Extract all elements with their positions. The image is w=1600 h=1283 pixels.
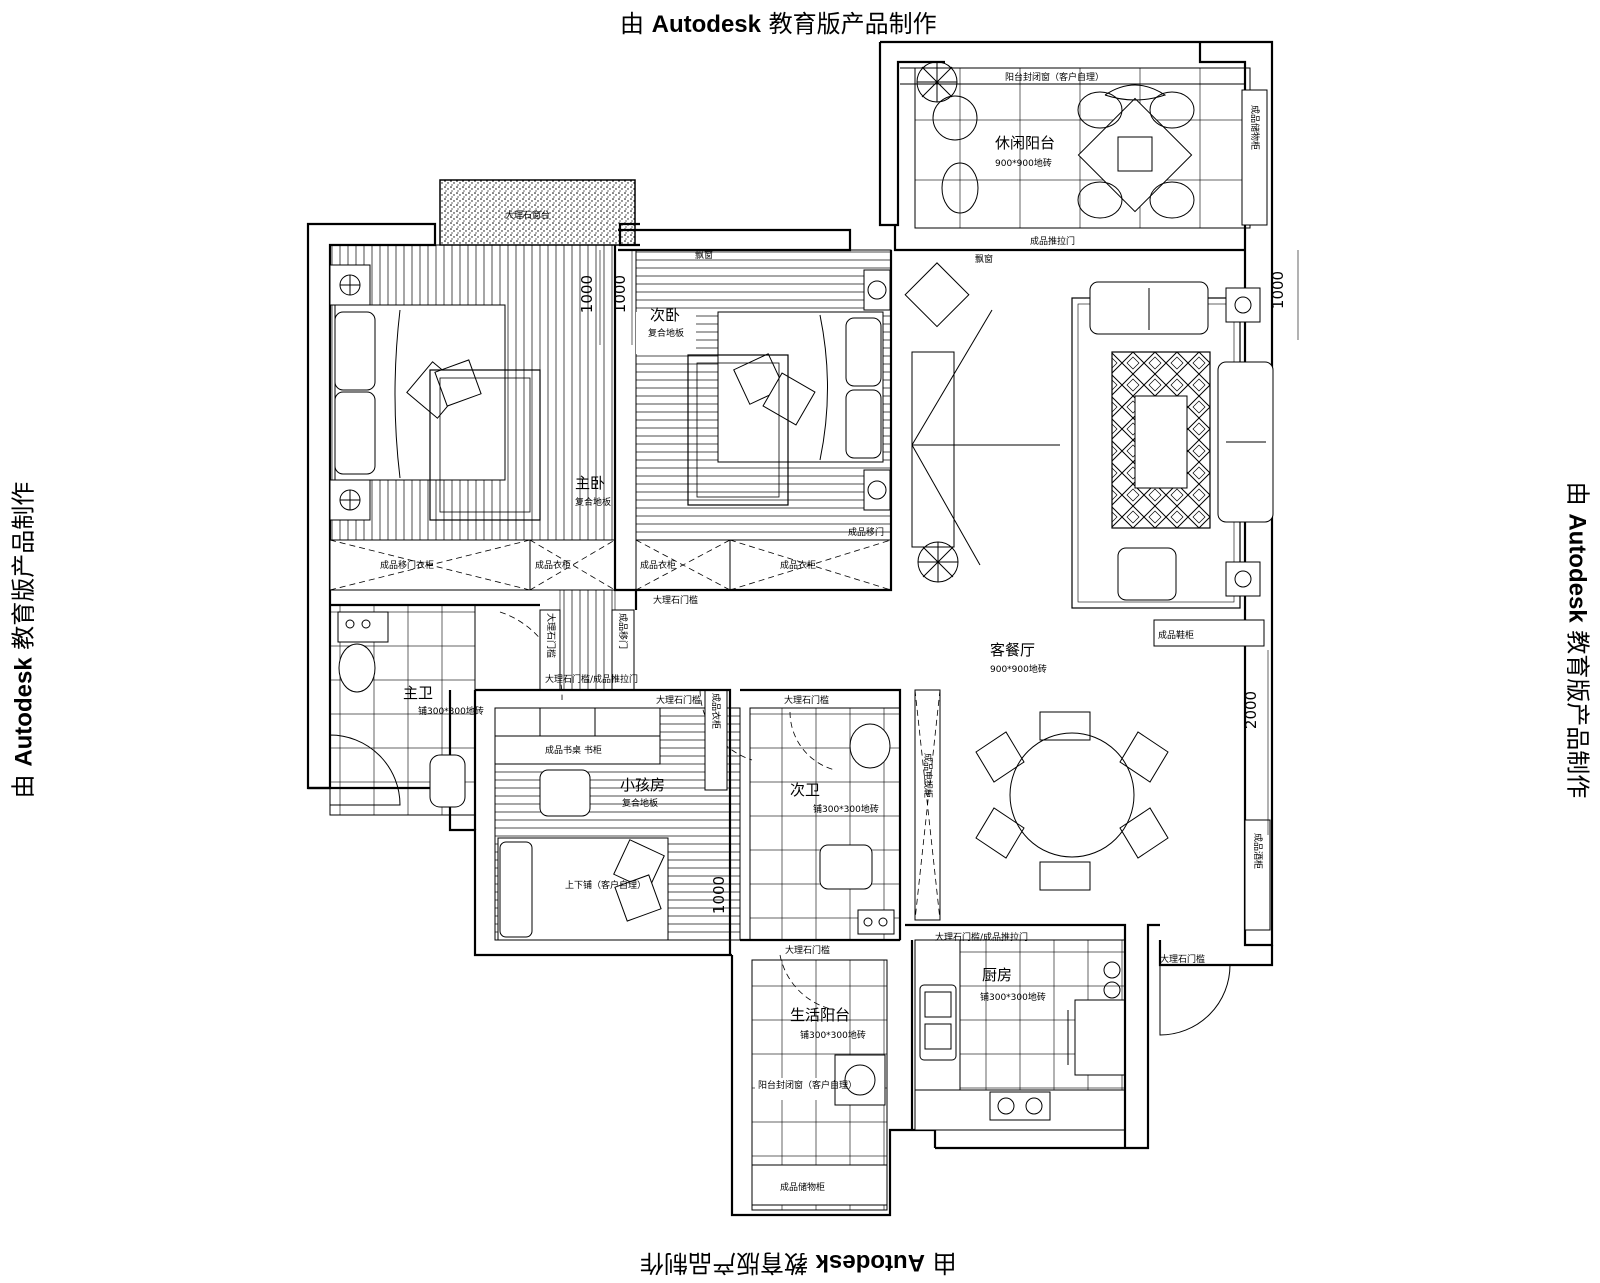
bunk-bed-label: 上下铺（客户自理） bbox=[565, 879, 646, 891]
toilet-icon bbox=[429, 754, 466, 808]
floor-leisure-balcony: 900*900地砖 bbox=[995, 157, 1052, 169]
dim-2: 1000 bbox=[611, 275, 629, 313]
room-name-master-bedroom: 主卧 bbox=[575, 474, 605, 492]
bay-window bbox=[439, 179, 636, 246]
floor-living-dining: 900*900地砖 bbox=[990, 663, 1047, 675]
master-bedroom: 成品移门衣柜 成品衣柜 主卧 复合地板 大理石窗台 bbox=[329, 179, 636, 591]
shoe-cabinet-label: 成品鞋柜 bbox=[1158, 629, 1194, 641]
sink-icon bbox=[919, 984, 957, 1061]
floor-utility-balcony: 铺300*300地砖 bbox=[800, 1029, 866, 1041]
room-name-kids-room: 小孩房 bbox=[620, 776, 665, 794]
floor-second-bath: 铺300*300地砖 bbox=[813, 803, 879, 815]
sill-label-3: 大理石门槛 bbox=[656, 694, 701, 706]
floor-kitchen: 铺300*300地砖 bbox=[980, 991, 1046, 1003]
floor-kids-room: 复合地板 bbox=[622, 797, 658, 809]
interior-walls bbox=[330, 245, 1127, 1148]
wardrobe-label-2: 成品衣柜 bbox=[535, 559, 571, 571]
corridor-sill-label: 大理石门槛/成品推拉门 bbox=[545, 673, 638, 685]
desk-label: 成品书桌 书柜 bbox=[545, 744, 602, 756]
wardrobe-label-1: 成品移门衣柜 bbox=[380, 559, 434, 571]
dim-5: 1000 bbox=[710, 876, 728, 914]
utility-rail-label: 阳台封闭窗（客户自理） bbox=[758, 1079, 857, 1091]
floor-second-bedroom: 复合地板 bbox=[648, 327, 684, 339]
kids-wardrobe-label: 成品衣柜 bbox=[710, 693, 722, 729]
sill-label-2: 大理石门槛 bbox=[545, 613, 557, 658]
living-dining: 成品鞋柜 客餐厅 900*900地砖 成品酒柜 成品电视柜 大理石门槛 bbox=[904, 262, 1274, 1036]
sill-label-4: 大理石门槛 bbox=[784, 694, 829, 706]
balcony-rail-label: 阳台封闭窗（客户自理） bbox=[1005, 71, 1104, 83]
master-bath: 主卫 铺300*300地砖 大理石门槛 bbox=[329, 604, 563, 816]
kids-room: 成品书桌 书柜 小孩房 复合地板 上下铺（客户自理） 成品衣柜 大理石门槛 bbox=[494, 689, 753, 941]
second-bath: 次卫 铺300*300地砖 大理石门槛 bbox=[749, 694, 901, 941]
floor-lamp-icon bbox=[904, 262, 970, 328]
dim-1: 1000 bbox=[578, 275, 596, 313]
tv-cabinet-label: 成品电视柜 bbox=[922, 753, 934, 798]
kitchen: 厨房 铺300*300地砖 大理石门槛/成品推拉门 bbox=[914, 931, 1126, 1131]
dim-4: 2000 bbox=[1242, 691, 1260, 729]
room-name-leisure-balcony: 休闲阳台 bbox=[995, 134, 1055, 152]
second-door-label: 成品移门 bbox=[848, 526, 884, 538]
kitchen-sill-label: 大理石门槛/成品推拉门 bbox=[935, 931, 1028, 943]
second-bedroom: 成品衣柜 成品衣柜 次卧 复合地板 成品移门 大理石门槛 飘窗 bbox=[635, 249, 892, 606]
sill-label-5: 大理石门槛 bbox=[785, 944, 830, 956]
bay-window-label-2: 飘窗 bbox=[695, 249, 713, 261]
chair-icon bbox=[941, 162, 979, 214]
utility-cabinet-label: 成品储物柜 bbox=[780, 1181, 825, 1193]
room-name-master-bath: 主卫 bbox=[403, 684, 433, 702]
room-name-utility-balcony: 生活阳台 bbox=[790, 1006, 850, 1024]
fridge-icon bbox=[1074, 999, 1126, 1076]
stove-icon bbox=[989, 1091, 1051, 1121]
balcony-door-label: 成品推拉门 bbox=[1030, 235, 1075, 247]
floor-master-bath: 铺300*300地砖 bbox=[418, 705, 484, 717]
bay-window-label: 大理石窗台 bbox=[505, 209, 550, 221]
entry-sill-label: 大理石门槛 bbox=[1160, 953, 1205, 965]
squat-toilet-icon bbox=[819, 844, 873, 890]
wardrobe-label-4: 成品衣柜 bbox=[780, 559, 816, 571]
room-name-kitchen: 厨房 bbox=[982, 966, 1012, 984]
wardrobe-label-3: 成品衣柜 bbox=[640, 559, 676, 571]
sill-label-1: 大理石门槛 bbox=[653, 594, 698, 606]
coffee-table bbox=[1134, 395, 1188, 489]
side-cabinet-label: 成品酒柜 bbox=[1252, 833, 1264, 869]
bay-window-label-3: 飘窗 bbox=[975, 253, 993, 265]
floor-master-bedroom: 复合地板 bbox=[575, 496, 611, 508]
leisure-balcony: 阳台封闭窗（客户自理） 休闲阳台 900*900地砖 成品储物柜 成品推拉门 飘… bbox=[900, 61, 1268, 265]
dimensions: 1000 1000 1000 2000 1000 bbox=[578, 250, 1299, 914]
corridor-door-label: 成品移门 bbox=[617, 613, 629, 649]
watermark-top: 由 Autodesk 教育版产品制作 bbox=[620, 10, 937, 38]
dim-3: 1000 bbox=[1269, 271, 1287, 309]
room-name-second-bedroom: 次卧 bbox=[650, 306, 680, 324]
plant-icon bbox=[916, 61, 958, 103]
utility-balcony: 成品储物柜 阳台封闭窗（客户自理） 生活阳台 铺300*300地砖 大理石门槛 bbox=[751, 944, 888, 1211]
room-name-second-bath: 次卫 bbox=[790, 781, 820, 799]
plant-icon bbox=[917, 541, 959, 583]
balcony-cabinet-label: 成品储物柜 bbox=[1249, 105, 1261, 150]
room-name-living-dining: 客餐厅 bbox=[990, 641, 1035, 659]
washbasin-icon bbox=[849, 723, 891, 769]
desk-chair-icon bbox=[539, 769, 591, 817]
dining-table bbox=[1009, 732, 1135, 858]
washing-machine-icon bbox=[834, 1054, 886, 1106]
washbasin-icon bbox=[338, 643, 376, 693]
